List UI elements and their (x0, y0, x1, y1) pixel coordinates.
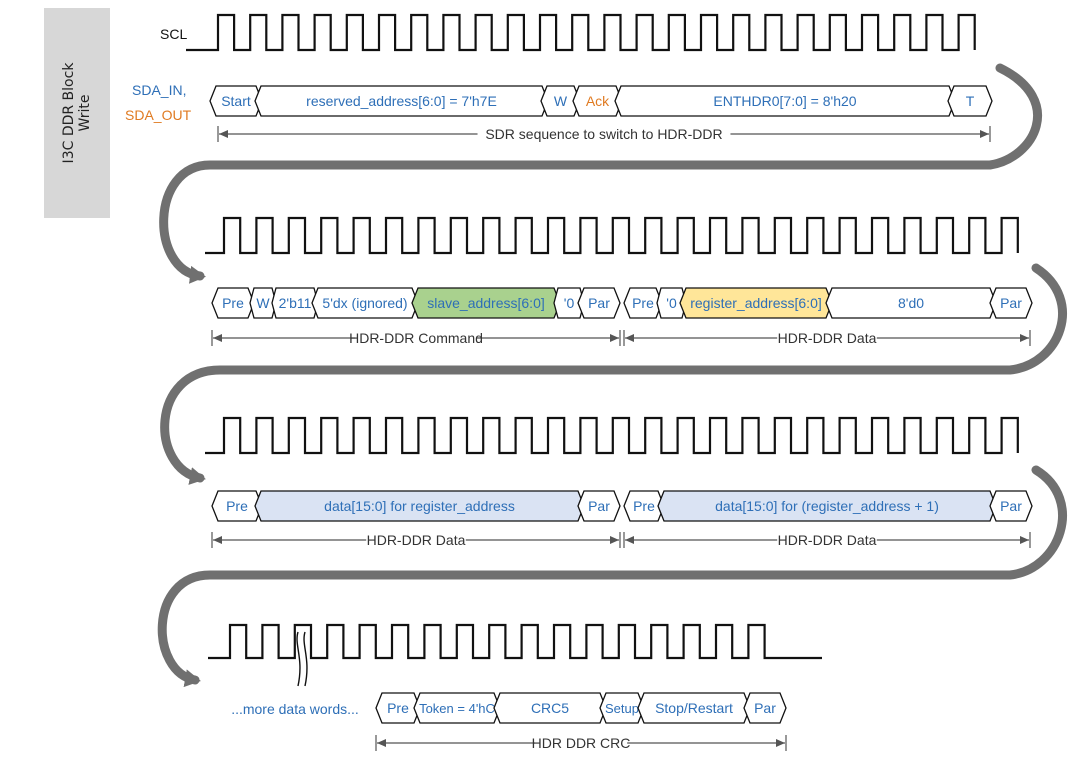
cmd-parity-field-label: Par (588, 295, 610, 311)
cmd-rw-field: W (249, 287, 277, 319)
rw-bit-field-label: W (554, 93, 568, 109)
scl-waveforms (186, 13, 1019, 660)
wrap-arrow-3 (157, 465, 1067, 688)
word2-data-field: data[15:0] for (register_address + 1) (657, 490, 997, 522)
hdr-ddr-command-span: HDR-DDR Command (211, 330, 621, 346)
word2-parity-field: Par (989, 490, 1033, 522)
data-zero-field-label: '0 (666, 295, 677, 311)
reserved-address-field-label: reserved_address[6:0] = 7'h7E (306, 93, 497, 109)
t-bit-field: T (947, 85, 993, 117)
crc-preamble-field: Pre (375, 692, 421, 724)
word2-parity-field-label: Par (1000, 498, 1022, 514)
data-preamble-field-label: Pre (632, 295, 654, 311)
cmd-2b11-field: 2'b11 (271, 287, 319, 319)
word2-preamble-field: Pre (623, 490, 665, 522)
word1-data-field: data[15:0] for register_address (254, 490, 585, 522)
cmd-ignored-field: 5'dx (ignored) (311, 287, 419, 319)
data-preamble-field: Pre (623, 287, 663, 319)
clock-break-mark (296, 631, 308, 687)
scl-waveform-row-2 (205, 216, 1019, 255)
zero-byte-field-label: 8'd0 (898, 295, 924, 311)
slave-address-field-label: slave_address[6:0] (427, 295, 545, 311)
start-field-label: Start (221, 93, 251, 109)
reserved-address-field: reserved_address[6:0] = 7'h7E (254, 85, 549, 117)
hdr-ddr-data-span-1-label: HDR-DDR Data (778, 330, 877, 346)
word1-parity-field: Par (577, 490, 621, 522)
t-bit-field-label: T (966, 93, 975, 109)
word1-data-field-label: data[15:0] for register_address (324, 498, 515, 514)
bus-fields: Start reserved_address[6:0] = 7'h7E W Ack EN… (209, 85, 1033, 724)
sdr-sequence-span-label: SDR sequence to switch to HDR-DDR (485, 126, 722, 142)
hdr-ddr-crc-span: HDR DDR CRC (375, 735, 787, 751)
sda-in-label: SDA_IN, (132, 82, 186, 98)
wrap-arrow-1 (159, 63, 1043, 284)
hdr-ddr-data-span-2-label: HDR-DDR Data (367, 532, 466, 548)
word1-preamble-field: Pre (211, 490, 263, 522)
cmd-preamble-field: Pre (211, 287, 255, 319)
crc5-field: CRC5 (493, 692, 607, 724)
crc-preamble-field-label: Pre (387, 700, 409, 716)
register-address-field-label: register_address[6:0] (690, 295, 822, 311)
wrap-arrow-2 (160, 263, 1067, 485)
cmd-zero-field: '0 (553, 287, 585, 319)
hdr-ddr-data-span-2: HDR-DDR Data (211, 532, 621, 548)
cmd-preamble-field-label: Pre (222, 295, 244, 311)
hdr-ddr-data-span-1: HDR-DDR Data (623, 330, 1031, 346)
hdr-ddr-data-span-3: HDR-DDR Data (623, 532, 1031, 548)
scl-waveform-row-4 (208, 623, 822, 660)
cmd-parity-field: Par (577, 287, 621, 319)
word1-parity-field-label: Par (588, 498, 610, 514)
stop-restart-field-label: Stop/Restart (655, 700, 733, 716)
slave-address-field: slave_address[6:0] (411, 287, 561, 319)
scl-label: SCL (160, 26, 187, 42)
word2-preamble-field-label: Pre (633, 498, 655, 514)
wrap-arrows (157, 63, 1067, 688)
span-arrows: SDR sequence to switch to HDR-DDR HDR-DDR… (211, 126, 1031, 751)
word2-data-field-label: data[15:0] for (register_address + 1) (715, 498, 939, 514)
hdr-ddr-command-span-label: HDR-DDR Command (349, 330, 483, 346)
enthdr0-field-label: ENTHDR0[7:0] = 8'h20 (713, 93, 856, 109)
crc-parity-field-label: Par (754, 700, 776, 716)
hdr-ddr-data-span-3-label: HDR-DDR Data (778, 532, 877, 548)
crc-setup-field-label: Setup (605, 701, 639, 716)
cmd-rw-field-label: W (256, 295, 270, 311)
hdr-ddr-crc-span-label: HDR DDR CRC (532, 735, 631, 751)
start-field: Start (209, 85, 263, 117)
sda-out-label: SDA_OUT (125, 107, 192, 123)
cmd-zero-field-label: '0 (564, 295, 575, 311)
crc-token-field-label: Token = 4'hC (419, 701, 495, 716)
cmd-2b11-field-label: 2'b11 (279, 295, 312, 311)
enthdr0-field: ENTHDR0[7:0] = 8'h20 (614, 85, 956, 117)
zero-byte-field: 8'd0 (825, 287, 997, 319)
scl-waveform-row-1 (186, 13, 976, 52)
crc-parity-field: Par (743, 692, 787, 724)
register-address-field: register_address[6:0] (679, 287, 833, 319)
crc-setup-field: Setup (599, 692, 645, 724)
crc5-field-label: CRC5 (531, 700, 569, 716)
cmd-ignored-field-label: 5'dx (ignored) (322, 295, 407, 311)
rw-bit-field: W (540, 85, 581, 117)
data-parity-field: Par (989, 287, 1033, 319)
more-data-words-text: ...more data words... (231, 701, 359, 717)
diagram-title-box: I3C DDR Block Write (44, 8, 110, 218)
scl-waveform-row-3 (205, 416, 1019, 455)
sdr-sequence-span: SDR sequence to switch to HDR-DDR (217, 126, 991, 142)
data-zero-field: '0 (656, 287, 687, 319)
data-parity-field-label: Par (1000, 295, 1022, 311)
ack-field: Ack (572, 85, 623, 117)
ack-field-label: Ack (586, 93, 610, 109)
word1-preamble-field-label: Pre (226, 498, 248, 514)
stop-restart-field: Stop/Restart (637, 692, 751, 724)
crc-token-field: Token = 4'hC (413, 692, 501, 724)
